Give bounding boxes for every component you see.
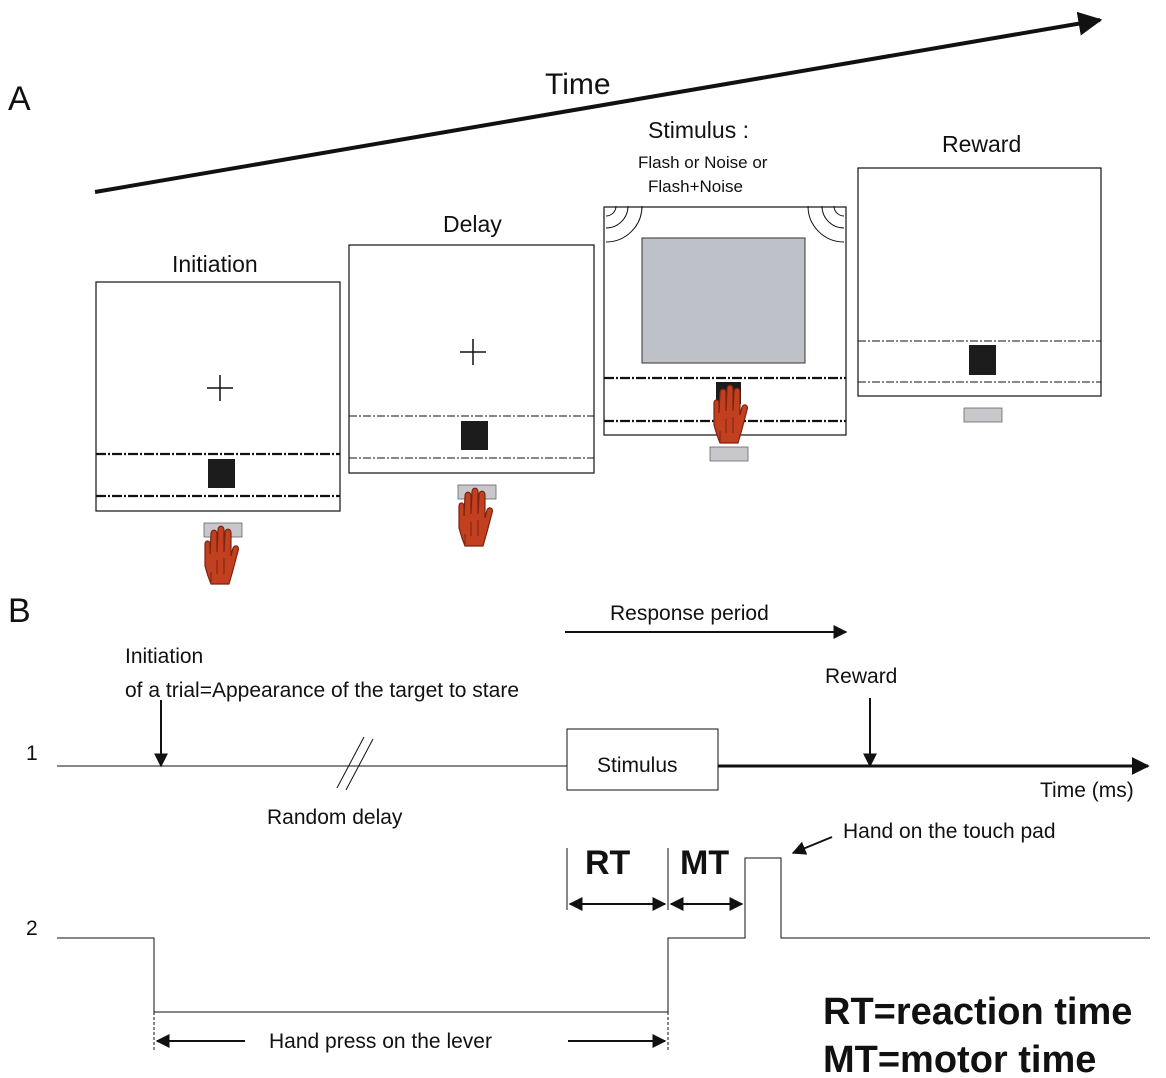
delay-title: Delay <box>443 211 502 237</box>
reward-screen: Reward <box>857 131 1102 423</box>
touch-pad-label: Hand on the touch pad <box>843 820 1056 843</box>
reward-title: Reward <box>942 131 1021 157</box>
random-delay-label: Random delay <box>267 806 403 829</box>
time-arrow <box>94 11 1103 194</box>
lever <box>709 446 749 462</box>
flash-screen <box>641 237 806 364</box>
target-square <box>969 345 996 375</box>
speaker-right-icon <box>807 205 845 243</box>
reward-annotation: Reward <box>825 665 897 688</box>
legend-rt: RT=reaction time <box>823 991 1132 1033</box>
initiation-title: Initiation <box>172 251 258 277</box>
legend-mt: MT=motor time <box>823 1039 1096 1078</box>
initiation-annotation-2: of a trial=Appearance of the target to s… <box>125 679 519 702</box>
break-mark <box>336 736 374 791</box>
stimulus-box <box>566 728 719 791</box>
fixation-cross <box>460 339 486 365</box>
target-square <box>208 459 235 488</box>
signal-trace-2 <box>57 857 1150 1013</box>
mt-label: MT <box>680 844 729 882</box>
stimulus-screen: Stimulus : Flash or Noise or Flash+Noise <box>603 117 847 462</box>
time-label: Time <box>545 68 611 101</box>
response-period-label: Response period <box>610 602 769 625</box>
stimulus-box-label: Stimulus <box>597 754 678 777</box>
stimulus-title: Stimulus : <box>648 117 749 143</box>
stimulus-subtitle-1: Flash or Noise or <box>638 153 768 172</box>
panel-a-letter: A <box>8 80 31 118</box>
stimulus-subtitle-2: Flash+Noise <box>648 177 743 196</box>
initiation-screen: Initiation <box>95 251 341 585</box>
hand-press-label: Hand press on the lever <box>269 1030 492 1053</box>
time-axis-label: Time (ms) <box>1040 779 1134 802</box>
fixation-cross <box>207 375 233 401</box>
row-1-label: 1 <box>26 742 38 765</box>
delay-screen: Delay <box>348 211 595 547</box>
lever <box>963 407 1003 423</box>
speaker-left-icon <box>605 205 643 243</box>
touch-pad-arrow <box>791 836 833 855</box>
row-2-label: 2 <box>26 917 38 940</box>
rt-label: RT <box>585 844 631 882</box>
panel-b-letter: B <box>8 592 31 630</box>
target-square <box>461 421 488 450</box>
initiation-annotation-1: Initiation <box>125 645 203 668</box>
